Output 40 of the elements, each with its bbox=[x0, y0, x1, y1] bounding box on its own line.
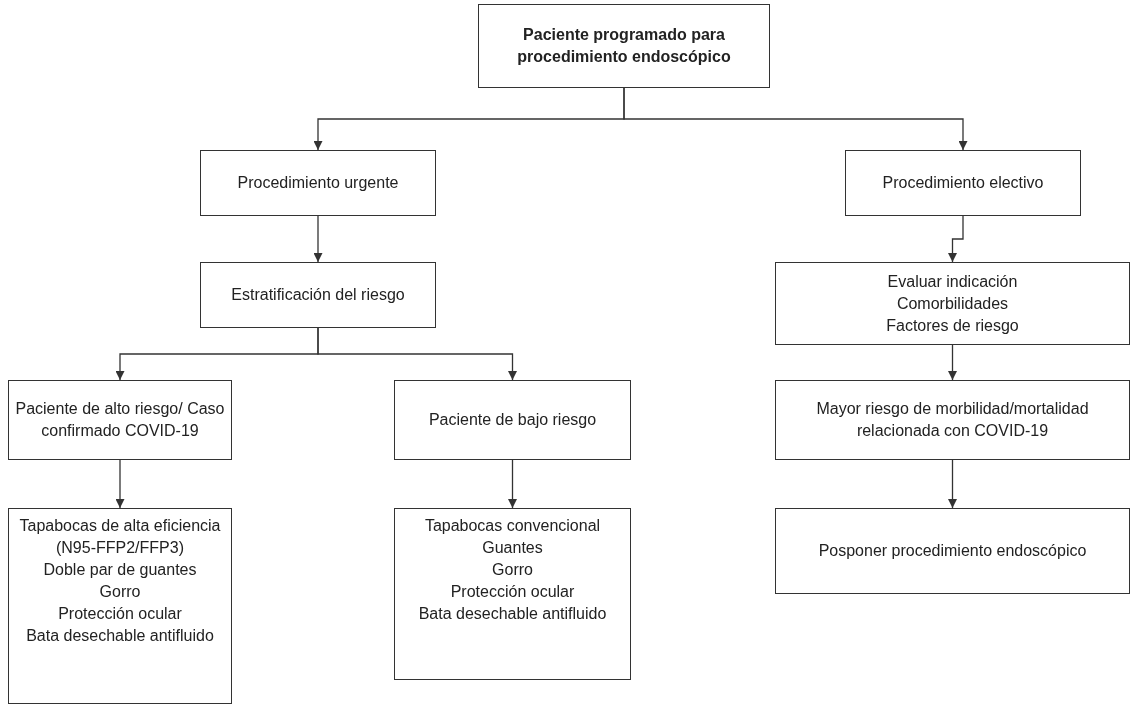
arrow bbox=[948, 344, 957, 381]
arrow bbox=[508, 459, 517, 509]
node-text: Estratificación del riesgo bbox=[231, 285, 405, 305]
node-text: Tapabocas convencional bbox=[424, 516, 601, 536]
node-text: Paciente de alto riesgo/ Caso confirmado COVID-19 bbox=[15, 399, 225, 441]
node-text: Gorro bbox=[492, 560, 533, 580]
node-text: Procedimiento urgente bbox=[237, 173, 399, 193]
process-box bbox=[200, 262, 436, 328]
process-box bbox=[394, 380, 631, 460]
arrow bbox=[115, 459, 125, 509]
process-box bbox=[200, 150, 436, 216]
node-text: Paciente programado para procedimiento endoscópico bbox=[516, 25, 732, 67]
arrow bbox=[623, 87, 968, 151]
node-text: Protección ocular bbox=[58, 604, 182, 624]
node-text: Evaluar indicación bbox=[887, 271, 1018, 292]
node-text: Guantes bbox=[482, 538, 543, 558]
arrow bbox=[948, 459, 957, 509]
node-text: Factores de riesgo bbox=[886, 315, 1019, 336]
arrow bbox=[948, 215, 964, 263]
node-text: Procedimiento electivo bbox=[882, 173, 1044, 193]
process-box bbox=[845, 150, 1081, 216]
process-box bbox=[478, 4, 770, 88]
process-box bbox=[394, 508, 631, 680]
arrow bbox=[317, 327, 517, 381]
node-text: Tapabocas de alta eficiencia (N95-FFP2/FFP3) bbox=[18, 516, 222, 558]
process-box bbox=[775, 380, 1130, 460]
process-box bbox=[775, 508, 1130, 594]
node-text: Bata desechable antifluido bbox=[26, 626, 214, 646]
node-text: Mayor riesgo de morbilidad/mortalidad relacionada con COVID-19 bbox=[815, 399, 1090, 441]
node-text: Bata desechable antifluido bbox=[418, 604, 607, 624]
arrow bbox=[313, 215, 323, 263]
node-text: Posponer procedimiento endoscópico bbox=[818, 541, 1087, 561]
node-text: Doble par de guantes bbox=[43, 560, 197, 580]
node-text: Protección ocular bbox=[450, 582, 575, 602]
node-text: Comorbilidades bbox=[896, 293, 1009, 314]
node-text: Gorro bbox=[99, 582, 141, 602]
process-box bbox=[8, 380, 232, 460]
node-text: Paciente de bajo riesgo bbox=[428, 410, 597, 430]
process-box bbox=[775, 262, 1130, 345]
process-box bbox=[8, 508, 232, 704]
